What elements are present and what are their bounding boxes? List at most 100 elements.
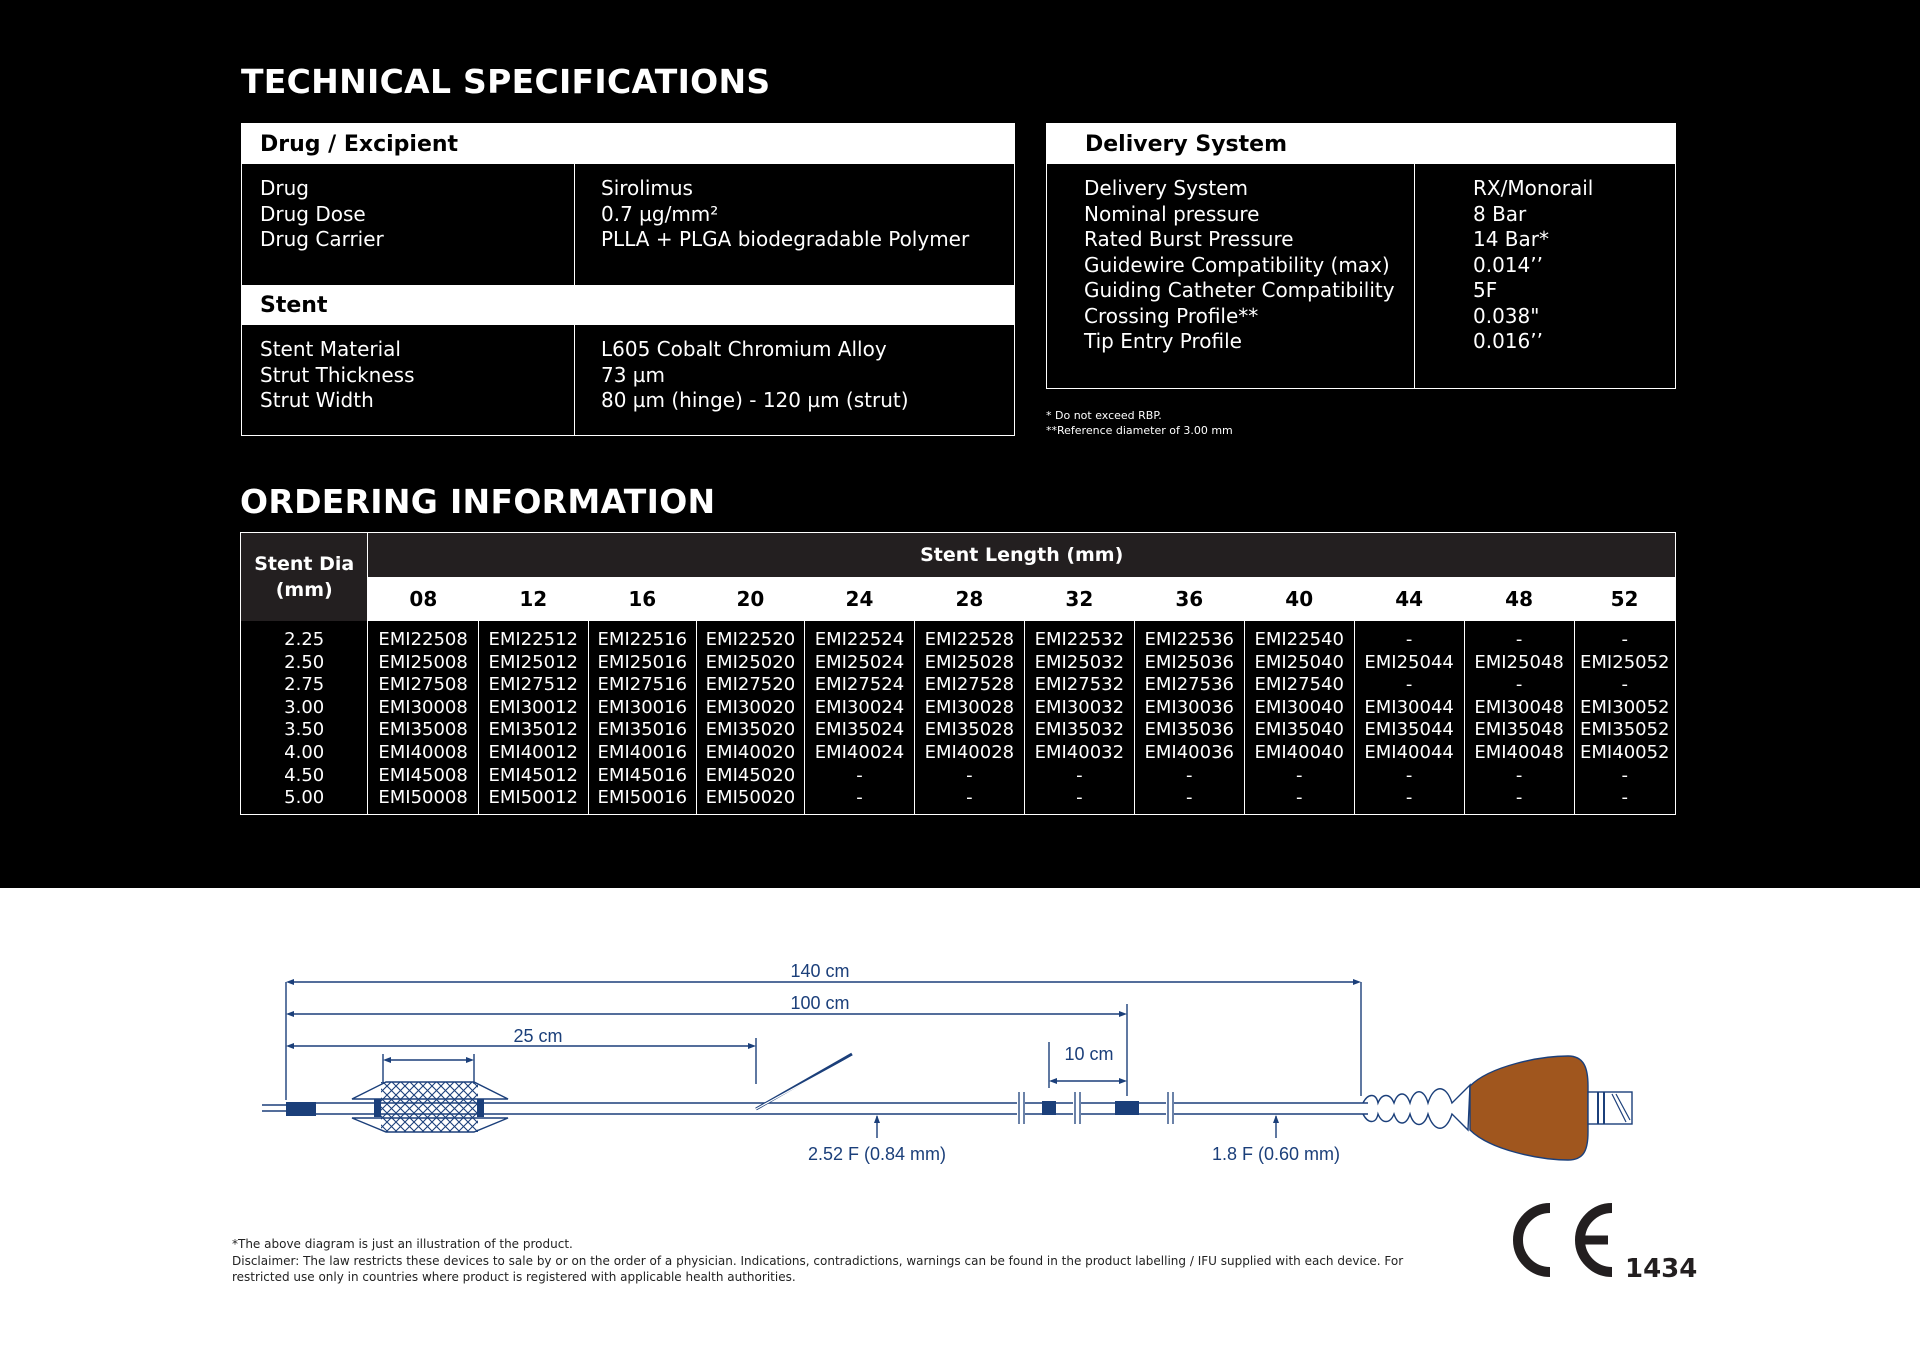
spec-value: 73 µm xyxy=(601,362,666,387)
product-code: EMI35040 xyxy=(1254,719,1344,741)
product-code: - xyxy=(1186,764,1193,786)
length-header-cell: 40 xyxy=(1244,577,1355,621)
product-code: EMI27520 xyxy=(705,674,796,696)
product-code: EMI40012 xyxy=(488,741,578,763)
dark-section: TECHNICAL SPECIFICATIONS Drug / Excipien… xyxy=(0,0,1920,888)
spec-label: Drug Carrier xyxy=(260,227,384,251)
product-code: EMI50016 xyxy=(597,787,688,809)
disclaimer-text: Disclaimer: The law restricts these devi… xyxy=(232,1253,1404,1285)
drug-excipient-heading: Drug / Excipient xyxy=(241,123,1015,164)
diameter-value: 5.00 xyxy=(284,787,325,809)
technical-specifications-title: TECHNICAL SPECIFICATIONS xyxy=(241,62,771,101)
spec-value: 0.7 µg/mm² xyxy=(601,201,719,226)
delivery-values: RX/Monorail 8 Bar 14 Bar* 0.014’’ 5F 0.0… xyxy=(1415,164,1676,388)
product-code: - xyxy=(856,764,863,786)
product-code: - xyxy=(856,787,863,809)
product-code: EMI30036 xyxy=(1144,696,1234,718)
spec-label: Strut Thickness xyxy=(260,362,415,387)
product-code: EMI40032 xyxy=(1034,741,1125,763)
product-code: - xyxy=(1186,787,1193,809)
product-code: EMI50012 xyxy=(488,787,578,809)
product-code: EMI30044 xyxy=(1364,696,1454,718)
dim-100-label: 100 cm xyxy=(790,993,849,1013)
delivery-labels: Delivery System Nominal pressure Rated B… xyxy=(1046,164,1415,388)
stent-labels: Stent Material Strut Thickness Strut Wid… xyxy=(241,325,575,435)
product-code: EMI35052 xyxy=(1580,719,1670,741)
product-code: EMI35008 xyxy=(378,719,468,741)
product-code: EMI45012 xyxy=(488,764,578,786)
product-code: EMI40020 xyxy=(705,741,796,763)
product-code: EMI22528 xyxy=(924,629,1015,650)
diameter-value: 3.50 xyxy=(284,719,325,741)
spec-label: Drug Dose xyxy=(260,201,366,226)
spec-label: Guiding Catheter Compatibility xyxy=(1084,278,1395,302)
product-code: - xyxy=(1515,787,1523,809)
spec-label: Guidewire Compatibility (max) xyxy=(1084,252,1390,277)
length-header-cell: 36 xyxy=(1134,577,1245,621)
product-code: EMI30032 xyxy=(1034,696,1125,718)
product-code: - xyxy=(1621,764,1629,786)
length-header-cell: 16 xyxy=(588,577,697,621)
shaft-marker xyxy=(1042,1101,1056,1115)
diameter-value: 4.50 xyxy=(284,764,325,786)
product-code: EMI22508 xyxy=(378,629,468,650)
product-code: EMI30052 xyxy=(1580,696,1670,718)
product-code: EMI22532 xyxy=(1034,629,1125,650)
spec-value: 5F xyxy=(1473,278,1498,302)
spec-label: Crossing Profile** xyxy=(1084,303,1259,328)
tip-marker xyxy=(286,1102,316,1116)
spec-label: Tip Entry Profile xyxy=(1084,329,1242,353)
product-code: EMI22516 xyxy=(597,629,688,650)
stent-heading: Stent xyxy=(241,285,1015,325)
product-code: EMI25036 xyxy=(1144,651,1234,673)
product-code: EMI30040 xyxy=(1254,696,1344,718)
length-header-cell: 24 xyxy=(804,577,915,621)
footnote: * Do not exceed RBP. xyxy=(1046,409,1162,422)
product-code: - xyxy=(1515,674,1523,696)
product-code: EMI27516 xyxy=(597,674,688,696)
product-code: EMI50008 xyxy=(378,787,468,809)
product-code: EMI27524 xyxy=(814,674,905,696)
product-code: EMI30048 xyxy=(1474,696,1564,718)
product-code: EMI45008 xyxy=(378,764,468,786)
product-code: EMI27536 xyxy=(1144,674,1234,696)
product-code: EMI30012 xyxy=(488,696,578,718)
spec-value: Sirolimus xyxy=(601,176,693,200)
diameter-value: 2.25 xyxy=(284,629,325,650)
catheter-diagram: 140 cm 100 cm 25 cm 10 cm xyxy=(262,961,1633,1164)
product-code: EMI25032 xyxy=(1034,651,1125,673)
product-code: - xyxy=(1405,787,1413,809)
delivery-system-heading: Delivery System xyxy=(1046,123,1676,164)
length-header-cell: 20 xyxy=(696,577,805,621)
stent-dia-header-unit: (mm) xyxy=(275,579,333,601)
product-code: EMI27532 xyxy=(1034,674,1125,696)
length-header-cell: 48 xyxy=(1464,577,1575,621)
product-code: EMI35032 xyxy=(1034,719,1125,741)
product-code: EMI22512 xyxy=(488,629,578,650)
length-header-cell: 28 xyxy=(914,577,1025,621)
product-code: EMI30008 xyxy=(378,696,468,718)
stent-length-header: Stent Length (mm) xyxy=(367,532,1676,577)
product-code: EMI25048 xyxy=(1474,651,1564,673)
product-code: EMI22536 xyxy=(1144,629,1234,650)
product-code: EMI35036 xyxy=(1144,719,1234,741)
dim-25-label: 25 cm xyxy=(513,1026,562,1046)
product-code: EMI27540 xyxy=(1254,674,1344,696)
ordering-information-title: ORDERING INFORMATION xyxy=(240,482,716,521)
product-code: EMI30020 xyxy=(705,696,796,718)
product-code: - xyxy=(1405,764,1413,786)
product-code: EMI45020 xyxy=(705,764,796,786)
diameter-value: 3.00 xyxy=(284,696,325,718)
product-code: - xyxy=(1515,764,1523,786)
spec-value: L605 Cobalt Chromium Alloy xyxy=(601,337,887,361)
spec-label: Stent Material xyxy=(260,337,401,361)
product-code: - xyxy=(1405,674,1413,696)
